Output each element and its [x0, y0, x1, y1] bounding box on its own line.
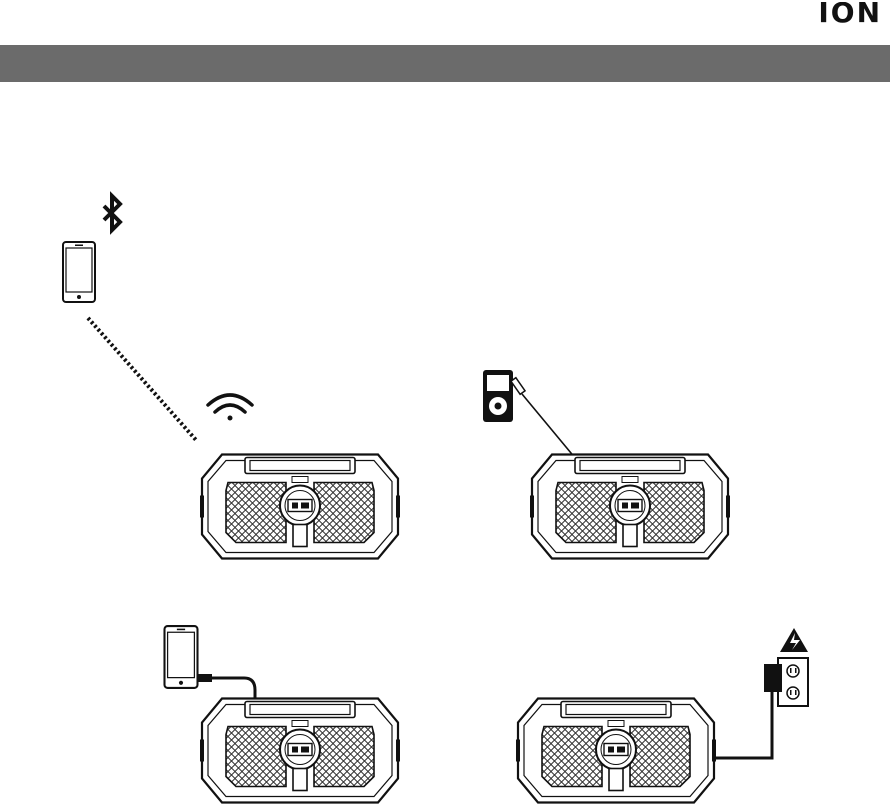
wifi-signal-icon — [208, 395, 252, 421]
media-player-icon — [483, 370, 513, 422]
warning-icon — [780, 628, 808, 652]
speaker-device — [530, 455, 730, 559]
aux-panel — [483, 370, 730, 559]
speaker-device — [200, 699, 400, 803]
bluetooth-panel — [63, 190, 400, 559]
bluetooth-icon — [95, 190, 131, 248]
power-panel — [516, 628, 808, 803]
usb-panel — [165, 626, 401, 802]
smartphone-icon — [165, 626, 198, 688]
speaker-device — [516, 699, 716, 803]
bluetooth-link-line — [88, 318, 196, 440]
speaker-device — [200, 455, 400, 559]
wall-outlet-icon — [778, 658, 808, 706]
smartphone-icon — [63, 242, 95, 302]
